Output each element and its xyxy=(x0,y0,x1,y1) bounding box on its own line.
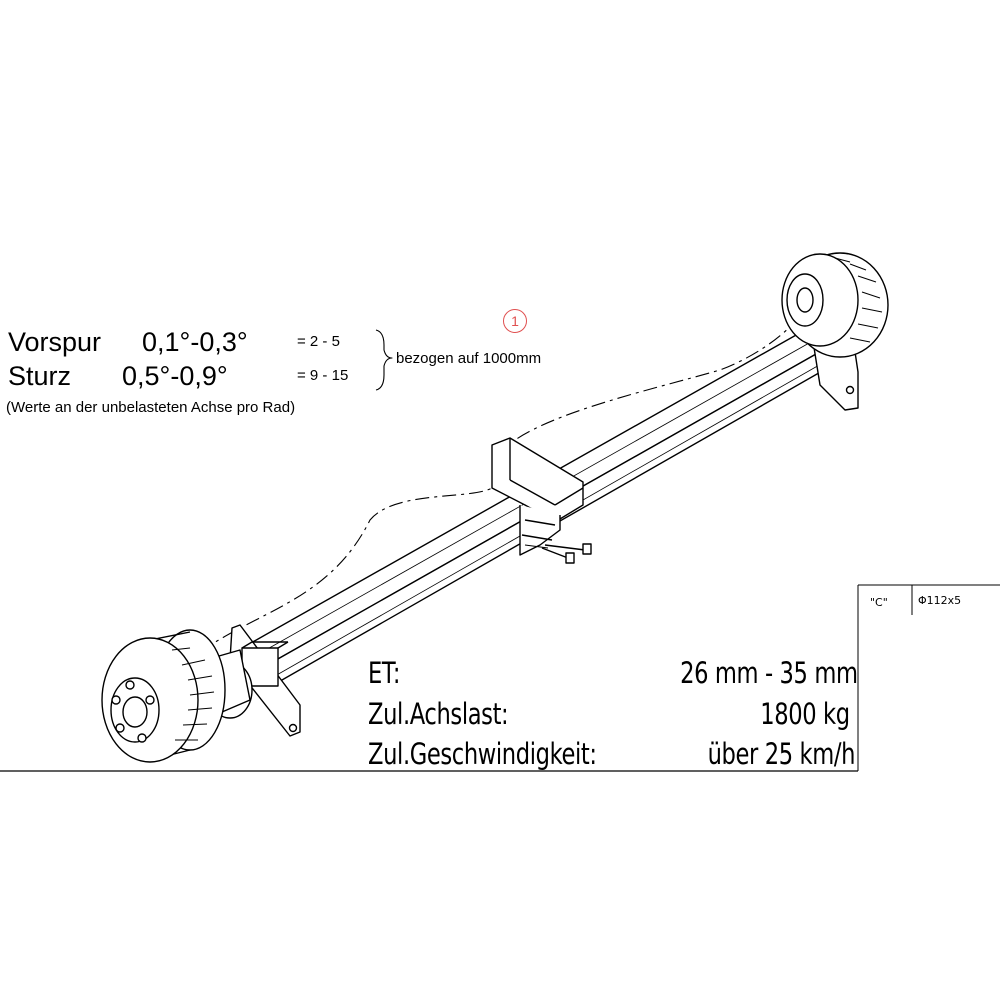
toe-mm: = 2 - 5 xyxy=(297,333,340,350)
right-drum xyxy=(781,252,889,358)
brace xyxy=(375,329,393,391)
toe-label: Vorspur xyxy=(8,327,102,357)
brake-cable xyxy=(199,314,801,653)
left-drum xyxy=(101,629,226,763)
camber-mm: = 9 - 15 xyxy=(297,367,349,384)
spec-label-et: ET: xyxy=(368,656,401,690)
center-bracket xyxy=(491,437,584,556)
spec-value-axle-load: 1800 kg xyxy=(760,697,851,731)
spec-value-et: 26 mm - 35 mm xyxy=(680,656,858,690)
left-bracket xyxy=(229,624,301,737)
camber-label: Sturz xyxy=(8,361,72,391)
table-cell-diameter: Φ112x5 xyxy=(918,594,962,607)
table-cell-c: "C" xyxy=(870,596,888,609)
bolts xyxy=(524,543,592,564)
footnote: (Werte an der unbelasteten Achse pro Rad… xyxy=(6,399,296,416)
callout-marker: 1 xyxy=(503,309,527,333)
spec-label-speed: Zul.Geschwindigkeit: xyxy=(368,737,597,771)
spec-value-speed: über 25 km/h xyxy=(707,737,856,771)
camber-value: 0,5°-0,9° xyxy=(122,361,228,391)
toe-value: 0,1°-0,3° xyxy=(142,327,248,357)
brace-note: bezogen auf 1000mm xyxy=(396,350,542,367)
spec-label-axle-load: Zul.Achslast: xyxy=(368,697,509,731)
